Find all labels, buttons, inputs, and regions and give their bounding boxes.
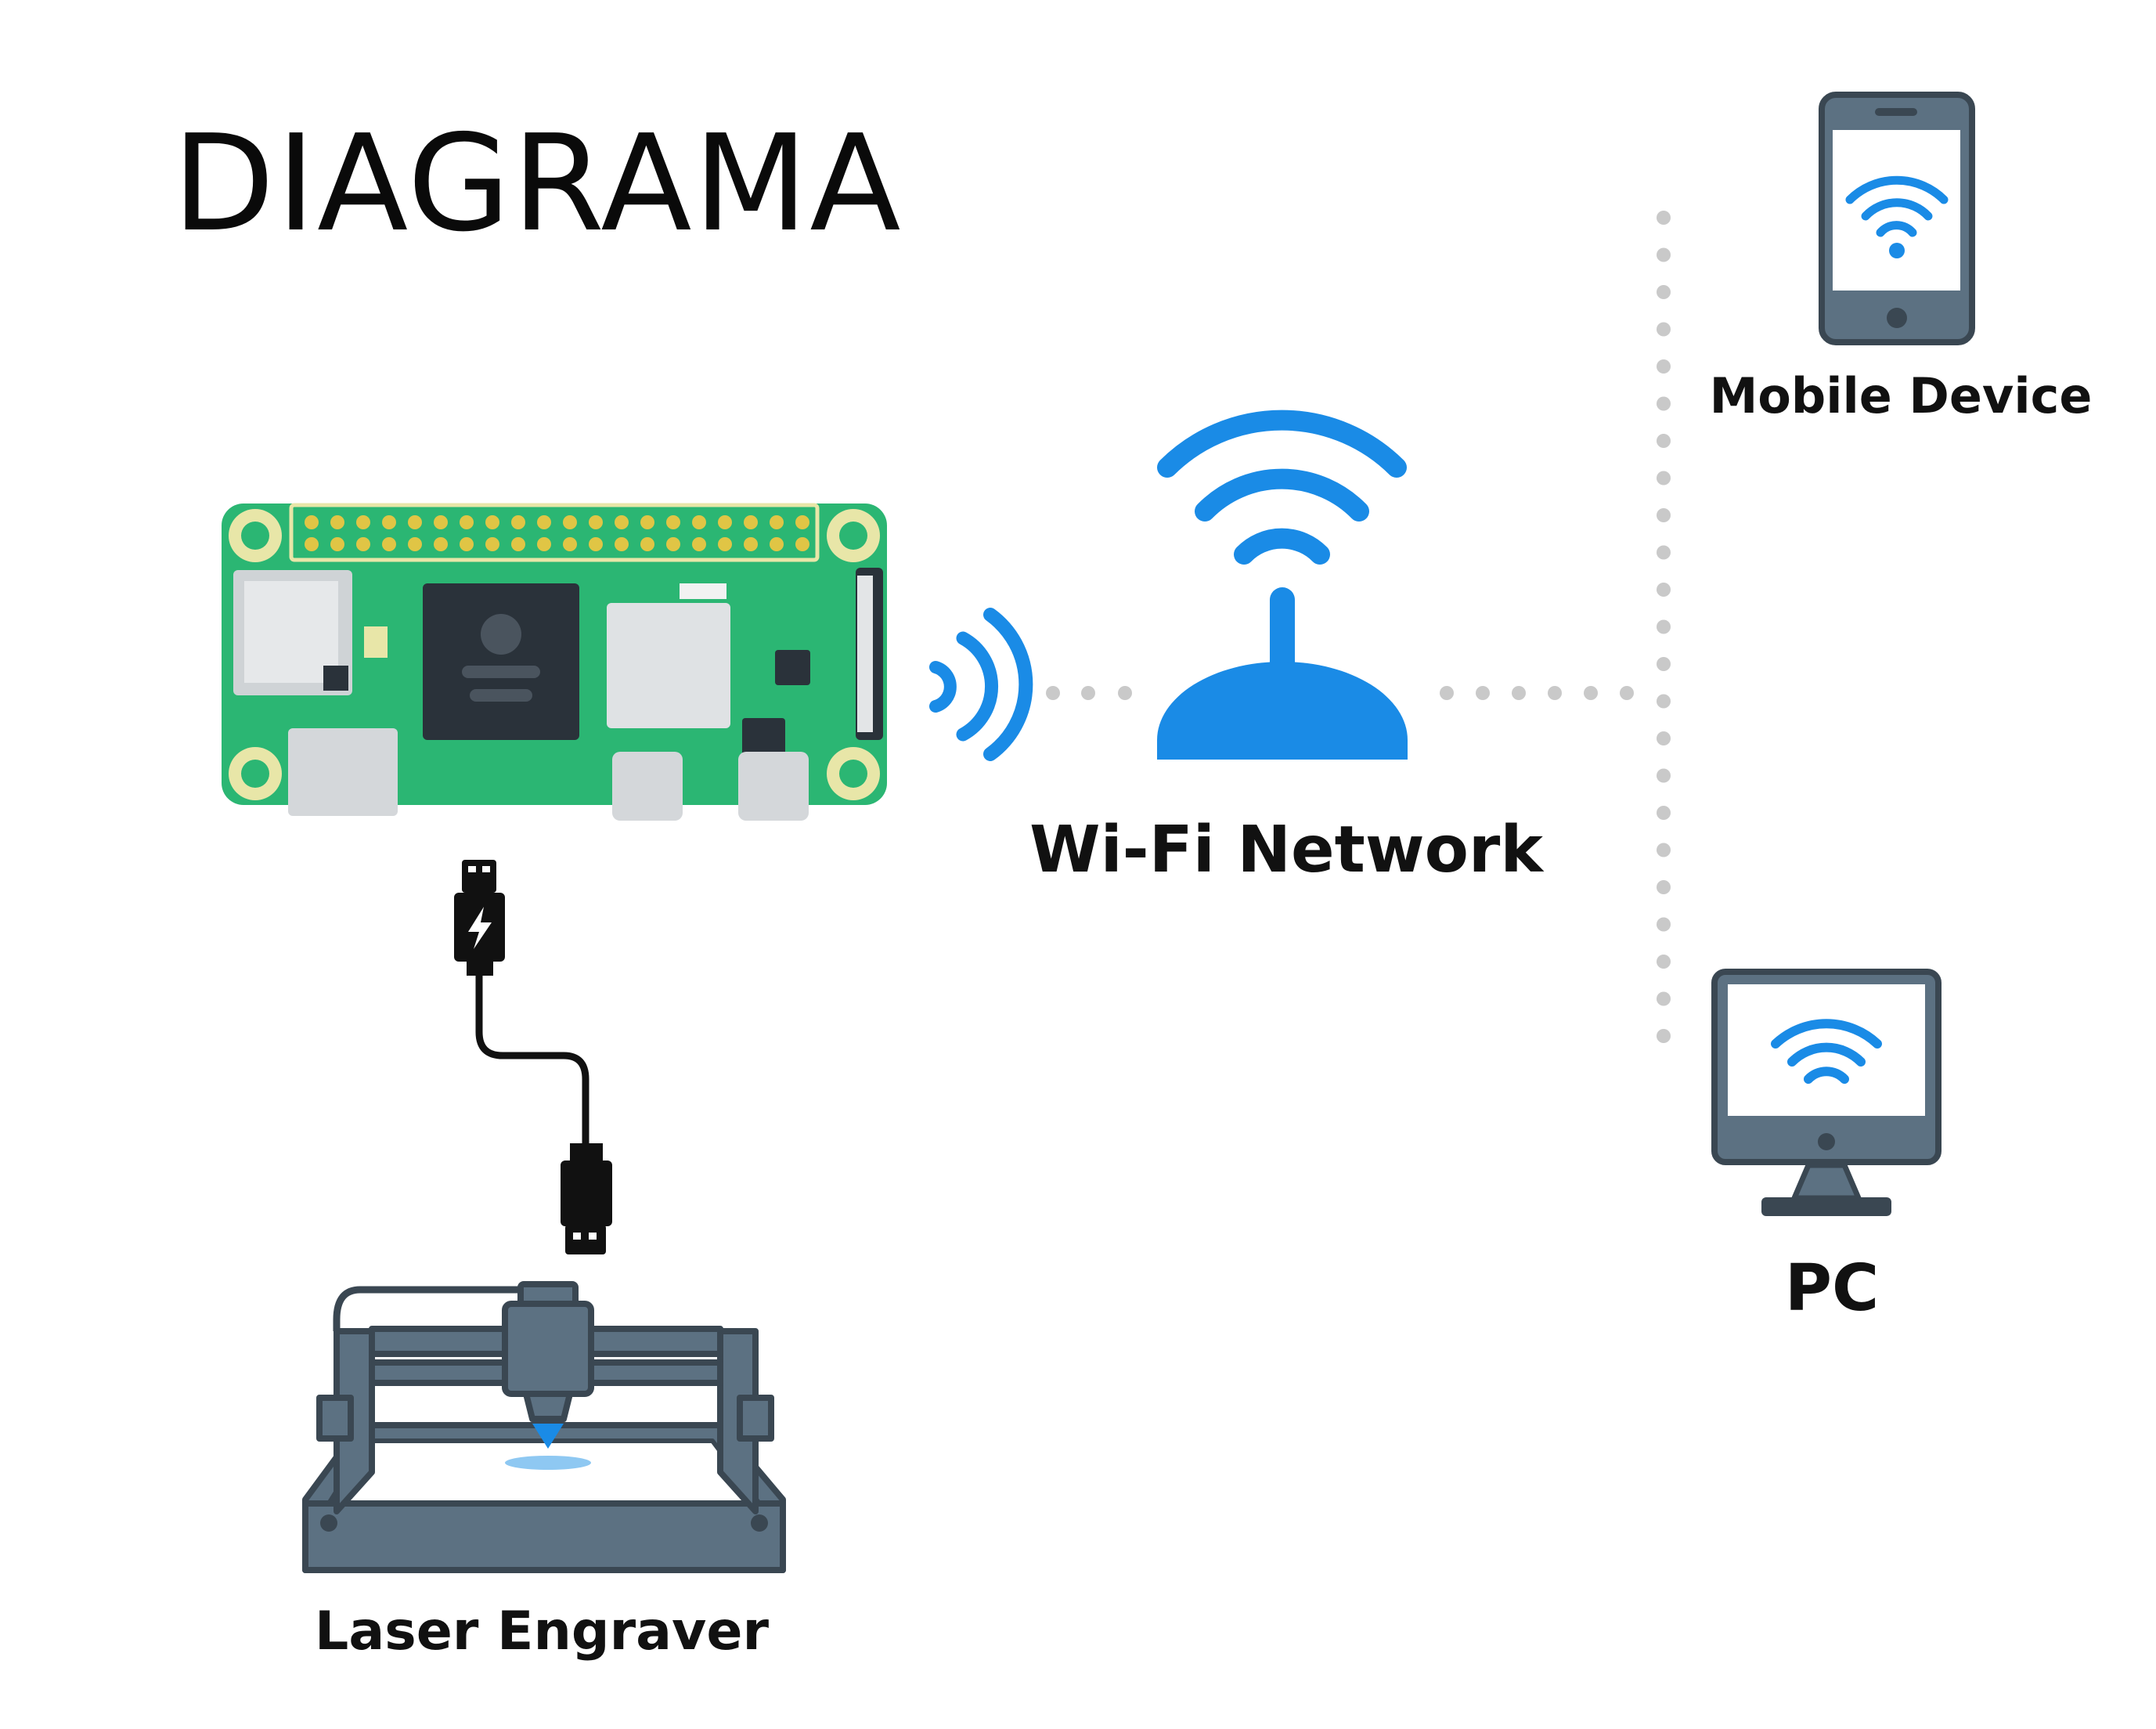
- pc-label: PC: [1784, 1251, 1880, 1326]
- usb-cable-icon: [454, 860, 612, 1254]
- diagram-title: DIAGRAMA: [172, 106, 903, 262]
- connector-board-to-router: [1046, 686, 1132, 700]
- laser-engraver-label: Laser Engraver: [315, 1601, 769, 1662]
- mobile-device-label: Mobile Device: [1709, 367, 2093, 424]
- wifi-network-label: Wi-Fi Network: [1029, 813, 1543, 887]
- wifi-router-icon: [1157, 410, 1408, 760]
- mobile-phone-icon: [1819, 92, 1975, 345]
- laser-engraver-icon: [302, 1281, 786, 1573]
- wireless-signal-icon: [929, 608, 1033, 761]
- monitor-icon: [1711, 969, 1941, 1216]
- connector-vertical-bus: [1657, 211, 1671, 1043]
- connector-router-to-bus: [1440, 686, 1634, 700]
- raspberry-pi-zero-board-icon: [222, 503, 887, 821]
